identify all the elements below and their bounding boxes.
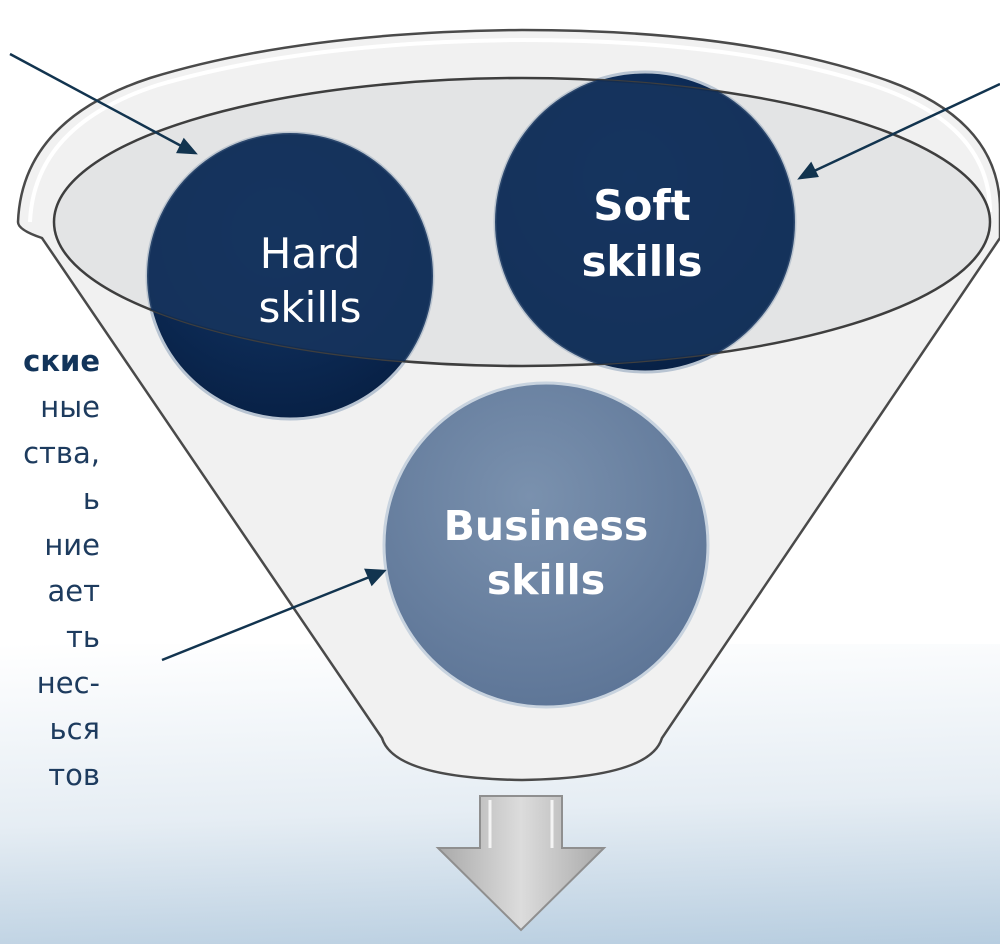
left-text-line-1: ские xyxy=(23,344,100,378)
left-text-line-6: ает xyxy=(47,574,100,608)
left-text-line-3: ства, xyxy=(23,436,100,470)
left-text-line-4: ь xyxy=(82,482,100,516)
hard-skills-line2: skills xyxy=(258,283,361,332)
circle-business-skills xyxy=(382,381,710,709)
left-text-line-7: ть xyxy=(66,620,100,654)
left-text-line-10: тов xyxy=(48,758,100,792)
soft-skills-line1: Soft xyxy=(593,181,690,230)
left-text-line-9: ься xyxy=(49,712,100,746)
business-skills-line1: Business xyxy=(444,502,649,550)
left-text-line-8: нес- xyxy=(36,666,100,700)
pointer-arrow-icon xyxy=(9,52,198,155)
business-skills-line2: skills xyxy=(487,556,605,604)
hard-skills-line1: Hard xyxy=(260,229,361,278)
left-text-line-2: ные xyxy=(40,390,100,424)
down-arrow-icon xyxy=(435,795,607,932)
pointer-arrow-icon xyxy=(797,82,1000,180)
left-text-line-5: ние xyxy=(44,528,100,562)
left-description: ские ные ства, ь ние ает ть нес- ься тов xyxy=(0,338,100,798)
pointer-arrow-icon xyxy=(161,568,387,662)
funnel-rim-band xyxy=(28,37,992,223)
soft-skills-line2: skills xyxy=(581,237,702,286)
